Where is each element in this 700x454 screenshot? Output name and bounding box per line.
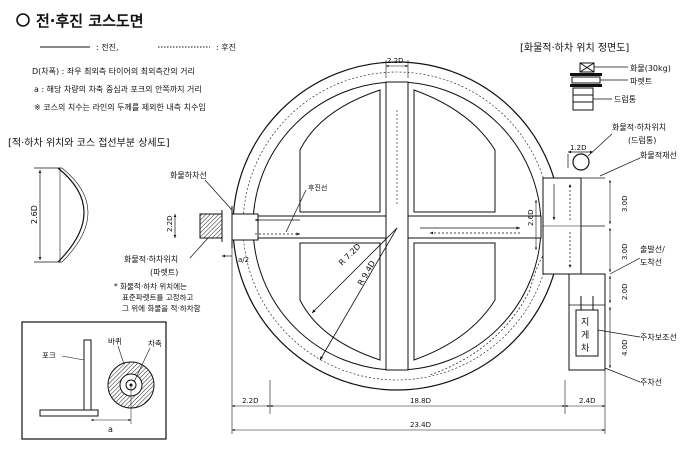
unload-line-label: 화물하차선: [170, 170, 207, 180]
left-station-label-2: (파렛트): [150, 267, 178, 277]
left-entry-lane: [231, 213, 259, 241]
park-guard-label: 주차보조선: [640, 333, 677, 342]
forklift-char-1: 지: [581, 317, 589, 328]
drum-label: 드럼통: [614, 95, 636, 104]
left-station-pallet[interactable]: [199, 213, 223, 239]
bottom-mid-dimension: 18.8D: [410, 397, 431, 405]
forklift-char-3: 차: [581, 342, 590, 354]
title-bullet-icon: [16, 13, 30, 27]
pallet-top: [570, 73, 602, 76]
drum-gap-dimension: 1.2D: [570, 144, 587, 152]
legend-backward: : 후진: [216, 42, 236, 52]
detail-title: [적·하차 위치와 코스 접선부분 상세도]: [8, 136, 170, 149]
pallet-body: [571, 76, 601, 84]
parking-box: [568, 273, 606, 371]
forklift-char-2: 게: [581, 330, 589, 341]
station-note-3: 그 위에 화물을 적·하차함: [122, 303, 201, 313]
quadrant-top-right: [413, 89, 496, 213]
radius-outer-line: [319, 227, 398, 361]
quadrant-top-left: [299, 89, 381, 213]
drum-station-label-1: 화물적·하차위치: [612, 122, 666, 132]
right-width-dimension: 2.6D: [527, 209, 535, 226]
left-station-label-1: 화물적·하차위치: [124, 254, 178, 264]
quadrant-bottom-left: [299, 242, 381, 361]
drum-stack: [572, 87, 594, 111]
station-note-2: 표준파렛트를 고정하고: [122, 292, 193, 302]
drum-station-label-2: (드럼통): [628, 136, 656, 145]
start-line-label-1: 출발선/: [640, 244, 665, 254]
forklift[interactable]: [575, 309, 599, 357]
note-d: D(차폭) : 좌우 최외측 타이어의 최외측간의 거리: [32, 66, 195, 76]
quadrant-bottom-right: [413, 242, 496, 361]
detail-arc: [57, 167, 85, 263]
dashed-return-path: [429, 234, 561, 376]
bottom-left-dimension: 2.2D: [242, 397, 259, 405]
cargo-label: 화물(30kg): [630, 64, 671, 73]
inset-fork: [83, 339, 92, 411]
dimension-v3: 2.0D: [621, 283, 629, 300]
park-line-label: 주차선: [640, 378, 662, 387]
drum-icon[interactable]: [572, 153, 590, 171]
pallet-label: 파렛트: [630, 76, 652, 86]
inset-fork-label: 포크: [42, 351, 56, 360]
reverse-line-label: 후진선: [308, 183, 327, 192]
station-note-1: * 화물적·하차 위치에는: [114, 281, 187, 291]
half-a-label: a/2: [238, 256, 249, 264]
inset-a-label: a: [108, 425, 113, 434]
left-entry-dimension: 2.2D: [166, 215, 174, 232]
total-dimension: 23.4D: [410, 421, 431, 429]
reload-line-label: 화물적재선: [640, 150, 677, 160]
pallet-base: [570, 84, 602, 87]
detail-dimension: 2.6D: [30, 205, 39, 224]
dimension-v2: 3.0D: [621, 243, 629, 260]
note-dimension: ※ 코스의 치수는 라인의 두께를 제외한 내측 치수임: [34, 102, 206, 112]
page-title: 전·후진 코스도면: [36, 12, 144, 30]
inset-fork-base: [39, 409, 99, 417]
note-a: a : 해당 차량의 차축 중심과 포크의 안쪽까지 거리: [34, 84, 202, 94]
dimension-v4: 4.0D: [621, 339, 629, 356]
dimension-v1: 3.0D: [621, 195, 629, 212]
top-gap-dimension: 2.2D: [387, 57, 404, 65]
inset-wheel-label: 바퀴: [108, 336, 122, 346]
inset-axle-label: 차축: [148, 339, 162, 348]
radius-inner-line: [311, 227, 398, 314]
start-line-label-2: 도착선: [640, 258, 662, 267]
bottom-right-dimension: 2.4D: [579, 397, 596, 405]
legend-forward: : 전진,: [96, 42, 119, 52]
front-view-title: [화물적·하차 위치 정면도]: [520, 41, 629, 54]
